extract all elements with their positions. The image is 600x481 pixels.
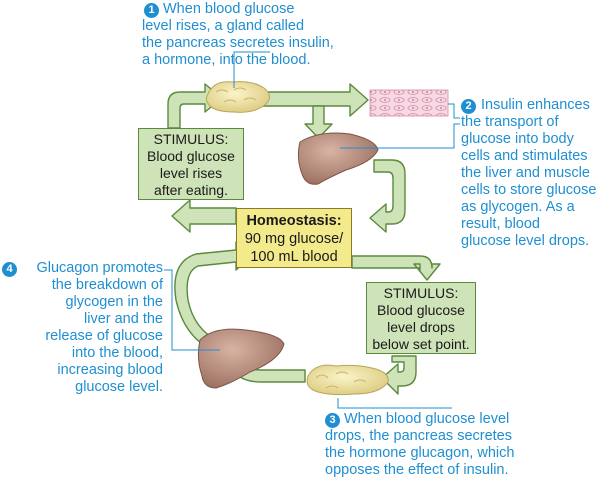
step-number-4: 4 bbox=[2, 262, 17, 277]
stimulus-rise-line: Blood glucose bbox=[147, 148, 235, 164]
pancreas-bottom-icon bbox=[306, 364, 389, 396]
leader-line-3 bbox=[337, 398, 452, 409]
note-2-line: the transport of bbox=[461, 114, 559, 130]
step-number-2: 2 bbox=[461, 99, 476, 114]
stimulus-drop-line: level drops bbox=[387, 319, 455, 335]
note-4-line: glycogen in the bbox=[65, 294, 163, 310]
note-4: Glucagon promotes the breakdown of glyco… bbox=[20, 260, 163, 396]
arrow-cells-to-homeostasis bbox=[369, 159, 406, 233]
note-1: When blood glucose bbox=[163, 1, 294, 18]
arrow-stimulus-drop-to-pancreas bbox=[381, 355, 417, 395]
note-2-continued: the transport of glucose into body cells… bbox=[461, 114, 596, 250]
leader-lines bbox=[164, 51, 460, 409]
body-cells-icon bbox=[369, 89, 449, 117]
stimulus-rise-line: level rises bbox=[159, 165, 223, 181]
arrow-homeostasis-to-stimulus bbox=[171, 199, 237, 233]
note-2-line: Insulin enhances bbox=[481, 97, 590, 113]
note-4-line: glucose level. bbox=[75, 379, 163, 395]
step-number-1: 1 bbox=[144, 3, 159, 18]
leader-line-2b bbox=[340, 123, 460, 149]
stimulus-drop-line: below set point. bbox=[372, 336, 470, 352]
note-3: When blood glucose level bbox=[344, 411, 509, 428]
homeostasis-box: Homeostasis: 90 mg glucose/ 100 mL blood bbox=[236, 208, 352, 268]
leader-line-1 bbox=[233, 51, 270, 88]
step-number-3: 3 bbox=[325, 413, 340, 428]
note-4-line: into the blood, bbox=[71, 345, 163, 361]
arrow-homeostasis-to-stimulus-drop bbox=[351, 255, 441, 281]
leader-line-4 bbox=[164, 269, 220, 351]
note-2-line: glucose level drops. bbox=[461, 233, 590, 249]
note-4-line: the breakdown of bbox=[51, 277, 163, 293]
note-4-line: Glucagon promotes bbox=[36, 260, 163, 276]
stimulus-rise-line: STIMULUS: bbox=[153, 131, 229, 147]
note-3-line: the hormone glucagon, which bbox=[325, 445, 515, 461]
note-3-continued: drops, the pancreas secretes the hormone… bbox=[325, 428, 514, 479]
note-2-line: as glycogen. As a bbox=[461, 199, 575, 215]
note-2-line: cells and stimulates bbox=[461, 148, 588, 164]
stimulus-drop-box: STIMULUS: Blood glucose level drops belo… bbox=[366, 282, 476, 354]
note-4-line: release of glucose bbox=[45, 328, 163, 344]
note-1-continued: level rises, a gland called the pancreas… bbox=[142, 18, 334, 69]
note-2-line: glucose into body bbox=[461, 131, 574, 147]
upper-cycle-arrows bbox=[167, 83, 406, 233]
note-2-line: result, blood bbox=[461, 216, 540, 232]
note-2: Insulin enhances bbox=[481, 97, 590, 114]
note-4-line: liver and the bbox=[84, 311, 163, 327]
stimulus-rise-line: after eating. bbox=[154, 182, 228, 198]
note-4-line: increasing blood bbox=[57, 362, 163, 378]
note-3-line: opposes the effect of insulin. bbox=[325, 462, 509, 478]
liver-top-icon bbox=[297, 132, 379, 185]
homeostasis-line: 100 mL blood bbox=[250, 249, 338, 265]
leader-line-2a bbox=[448, 103, 460, 119]
note-1-line: a hormone, into the blood. bbox=[142, 52, 311, 68]
homeostasis-title: Homeostasis: bbox=[246, 213, 342, 229]
pancreas-top-icon bbox=[205, 81, 270, 113]
stimulus-drop-line: Blood glucose bbox=[377, 302, 465, 318]
homeostasis-line: 90 mg glucose/ bbox=[244, 231, 344, 247]
arrow-pancreas-to-liver bbox=[304, 105, 333, 139]
note-2-line: cells to store glucose bbox=[461, 182, 597, 198]
note-1-line: level rises, a gland called bbox=[142, 18, 305, 34]
note-3-line: When blood glucose level bbox=[344, 411, 510, 427]
note-3-line: drops, the pancreas secretes bbox=[325, 428, 512, 444]
stimulus-drop-line: STIMULUS: bbox=[383, 285, 459, 301]
liver-bottom-icon bbox=[197, 328, 285, 389]
note-1-line: the pancreas secretes insulin, bbox=[142, 35, 334, 51]
note-2-line: the liver and muscle bbox=[461, 165, 590, 181]
stimulus-rise-box: STIMULUS: Blood glucose level rises afte… bbox=[138, 128, 244, 200]
arrow-pancreas-to-cells bbox=[257, 83, 369, 117]
note-1-line: When blood glucose bbox=[163, 1, 295, 17]
